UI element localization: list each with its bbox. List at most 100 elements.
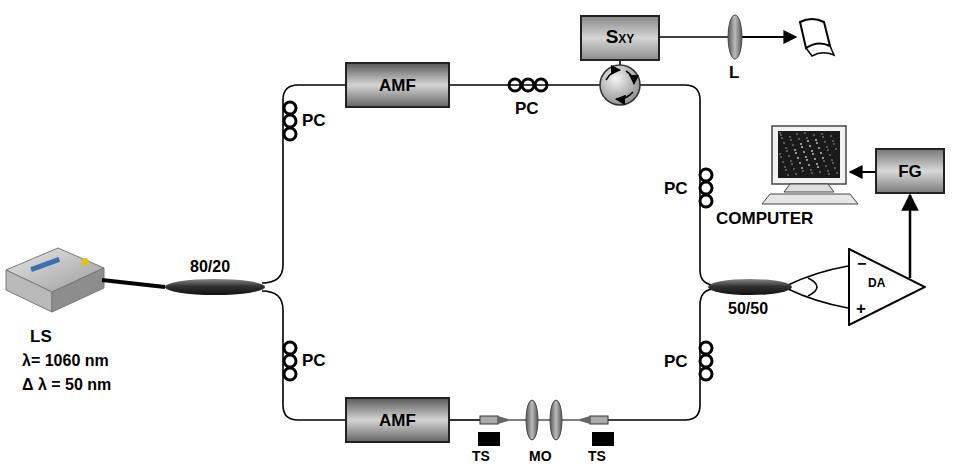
amplifier-triangle — [849, 249, 925, 325]
computer-illustration — [788, 155, 790, 157]
coupler-ratio: 50/50 — [728, 300, 768, 318]
optical-fiber — [262, 291, 345, 420]
amplifier-box: AMF — [345, 397, 450, 443]
computer-illustration — [800, 143, 802, 145]
computer-illustration — [816, 163, 818, 165]
differential-amplifier: −DA+ — [848, 248, 926, 326]
computer-illustration — [831, 159, 833, 161]
box-label: FG — [898, 163, 922, 180]
computer-illustration — [797, 157, 799, 159]
translation-stage — [508, 420, 580, 421]
translation-stage — [590, 416, 608, 424]
computer-illustration — [833, 143, 835, 145]
computer-illustration — [817, 166, 819, 168]
computer-illustration — [808, 164, 810, 166]
computer-illustration — [807, 140, 809, 142]
computer-illustration — [799, 162, 801, 164]
computer-illustration — [762, 194, 858, 204]
computer-illustration — [822, 136, 824, 138]
computer-illustration — [811, 150, 813, 152]
computer-illustration — [814, 158, 816, 160]
computer-illustration — [779, 153, 781, 155]
computer-illustration — [784, 184, 834, 192]
optical-circulator — [606, 70, 620, 80]
wavelength-value: λ= 1060 nm — [22, 352, 109, 370]
polarization-controller — [509, 79, 521, 91]
polarization-controller — [284, 368, 296, 380]
computer-illustration — [805, 156, 807, 158]
optical-fiber — [808, 278, 817, 296]
optical-fiber — [608, 289, 712, 420]
computer-illustration — [786, 150, 788, 152]
polarization-controller — [284, 128, 296, 140]
computer-illustration — [821, 133, 823, 135]
computer-illustration — [780, 156, 782, 158]
computer-illustration — [827, 149, 829, 151]
output-beam — [660, 15, 834, 59]
computer-illustration — [781, 137, 783, 139]
signal-arrow — [909, 195, 912, 278]
component-label: PC — [302, 352, 326, 371]
input-sign: − — [857, 256, 866, 272]
polarization-controller — [284, 115, 296, 127]
connector-layer — [910, 195, 911, 278]
stage-label: TS — [588, 449, 606, 464]
computer-illustration — [801, 146, 803, 148]
computer-illustration — [783, 142, 785, 144]
output-beam — [806, 46, 834, 56]
fiber-coupler — [165, 279, 792, 295]
computer-illustration — [779, 132, 781, 134]
computer-illustration — [806, 159, 808, 161]
computer-illustration — [802, 170, 804, 172]
computer-illustration — [794, 149, 796, 151]
optical-circulator — [600, 65, 640, 105]
computer-illustration — [785, 169, 787, 171]
computer-illustration — [762, 126, 875, 204]
output-beam — [800, 19, 830, 48]
optical-fiber — [450, 84, 600, 86]
computer-illustration — [832, 140, 834, 142]
computer-illustration — [827, 170, 829, 172]
laser-source — [30, 257, 60, 272]
polarization-controller — [700, 195, 712, 207]
laser-source — [81, 258, 89, 266]
computer-illustration — [816, 142, 818, 144]
translation-stage — [478, 400, 614, 446]
polarization-controller — [284, 102, 296, 114]
box-label: AMF — [379, 412, 416, 429]
computer-illustration — [782, 161, 784, 163]
coupler-ratio: 80/20 — [190, 258, 230, 276]
computer-illustration — [822, 157, 824, 159]
output-beam — [728, 15, 742, 59]
computer-illustration — [823, 160, 825, 162]
bandwidth-value: Δ λ = 50 nm — [22, 376, 111, 394]
optical-fiber — [450, 419, 480, 421]
optical-circulator — [600, 65, 640, 105]
computer-illustration — [830, 135, 832, 137]
computer-illustration — [795, 173, 797, 175]
computer-illustration — [836, 172, 838, 174]
computer-illustration — [789, 136, 791, 138]
computer-illustration — [787, 174, 789, 176]
fiber-coupler — [165, 279, 265, 295]
optical-fiber — [262, 85, 345, 283]
polarization-controller — [700, 182, 712, 194]
computer-illustration — [795, 152, 797, 154]
source-label: LS — [30, 328, 52, 347]
computer-illustration — [826, 146, 828, 148]
optical-fiber — [788, 289, 848, 308]
computer-illustration — [806, 137, 808, 139]
computer-illustration — [810, 169, 812, 171]
computer-illustration — [798, 138, 800, 140]
laser-source — [6, 270, 52, 312]
component-label: PC — [664, 353, 688, 372]
laser-source — [102, 280, 165, 287]
laser-source — [52, 268, 104, 312]
computer-illustration — [772, 126, 846, 184]
polarization-controller — [284, 79, 712, 380]
computer-illustration — [790, 160, 792, 162]
subscript: XY — [618, 33, 634, 45]
optical-fiber — [640, 85, 712, 285]
box-label: S — [606, 27, 619, 46]
computer-illustration — [812, 153, 814, 155]
